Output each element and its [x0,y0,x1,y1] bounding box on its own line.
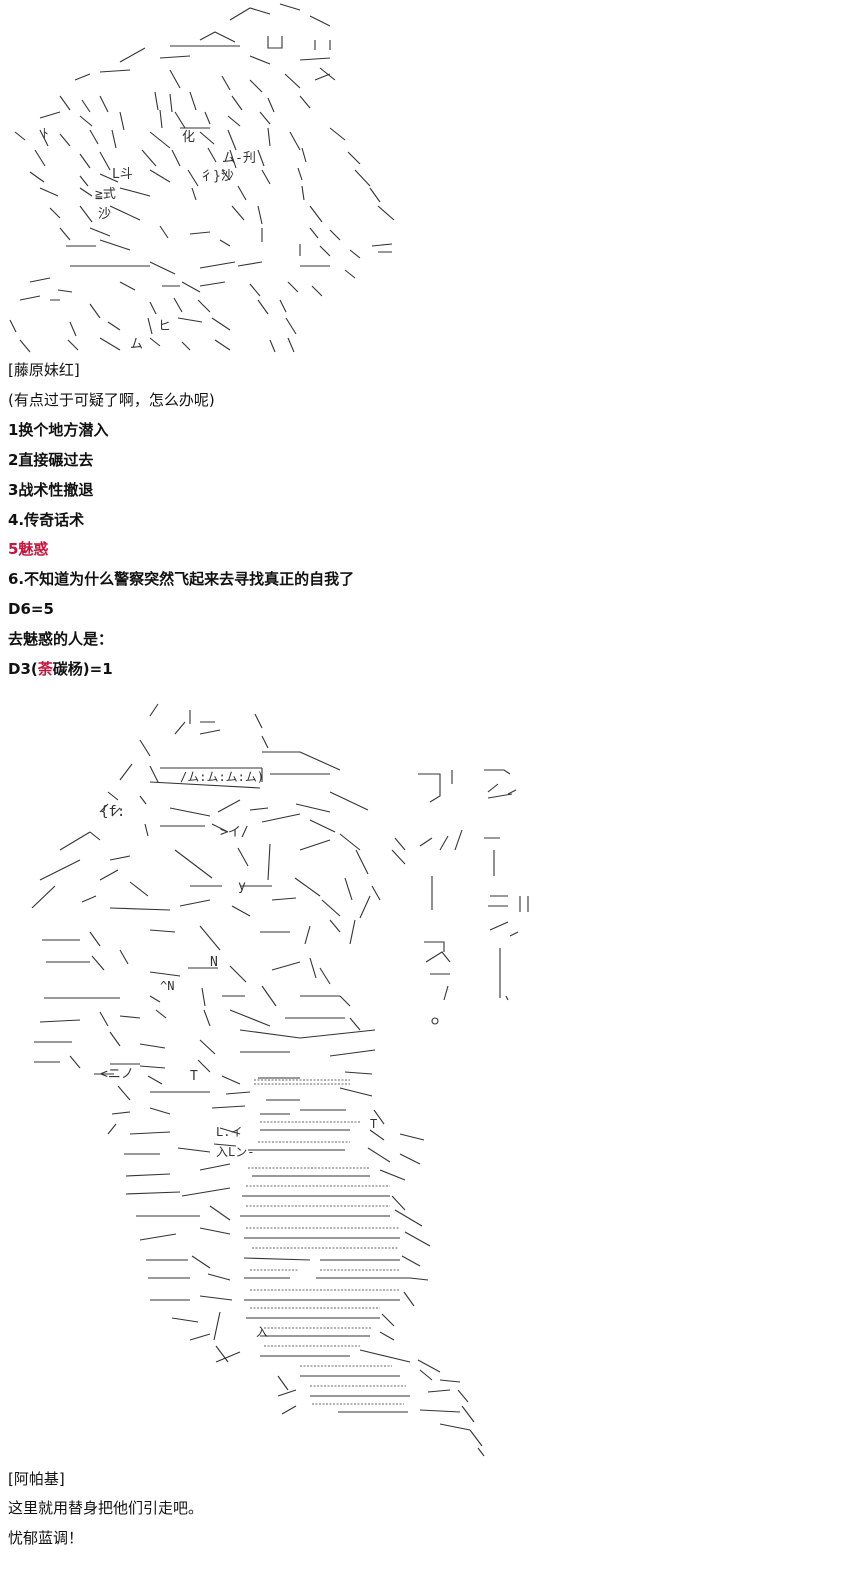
option-5-selected: 5魅惑 [8,540,49,558]
svg-text:入: 入 [256,1325,268,1339]
question-line: 去魅惑的人是： [8,630,114,648]
option-4: 4.传奇话术 [8,511,85,529]
speaker-name-2: [阿帕基] [8,1470,65,1488]
svg-text:L.イ: L.イ [216,1125,242,1139]
svg-text:入Lン-: 入Lン- [216,1145,254,1159]
ascii-art-illustration-2: {f: /ム:ム:ム:ム) >イ/ y N ^N <ニノ T L.イ 入Lン- … [0,700,560,1460]
svg-text:/ム:ム:ム:ム): /ム:ム:ム:ム) [180,770,264,784]
speaker-name: [藤原妹红] [8,361,80,379]
option-2: 2直接碾过去 [8,451,94,469]
dice-roll-2-suffix: 碳杨)=1 [52,660,113,678]
option-3: 3战术性撤退 [8,481,94,499]
svg-text:L斗: L斗 [112,167,133,182]
svg-text:>イ/: >イ/ [220,825,249,840]
svg-text:{f:: {f: [100,804,125,820]
dice-roll-2: D3(荼碳杨)=1 [8,659,113,679]
svg-text:化: 化 [182,130,195,145]
svg-text:≧式: ≧式 [95,187,116,202]
thought-line: (有点过于可疑了啊，怎么办呢) [8,391,215,409]
svg-text:沙: 沙 [98,207,111,222]
svg-text:ﾄ: ﾄ [42,127,49,142]
svg-text:y: y [238,879,246,894]
dialogue-line-1: 这里就用替身把他们引走吧。 [8,1499,204,1517]
svg-text:ヒ: ヒ [158,319,171,334]
svg-text:T: T [370,1117,377,1131]
svg-text:ム-刋: ム-刋 [222,151,256,166]
dice-roll-1: D6=5 [8,600,54,618]
svg-text:T: T [190,1069,198,1084]
dice-roll-2-highlight: 荼 [37,660,53,678]
svg-text:<ニノ: <ニノ [100,1067,134,1082]
svg-text:ム: ム [130,337,143,352]
svg-text:N: N [210,955,218,970]
svg-text:^N: ^N [160,979,174,993]
option-1: 1换个地方潜入 [8,421,109,439]
dialogue-line-2: 忧郁蓝调！ [8,1529,84,1547]
dice-roll-2-prefix: D3( [8,660,38,678]
ascii-art-illustration-1: ﾄ 化 ム-刋 L斗 彳}沙 ≧式 沙 ヒ ム [0,0,420,355]
svg-text:彳}沙: 彳}沙 [200,169,234,184]
option-6: 6.不知道为什么警察突然飞起来去寻找真正的自我了 [8,570,355,588]
